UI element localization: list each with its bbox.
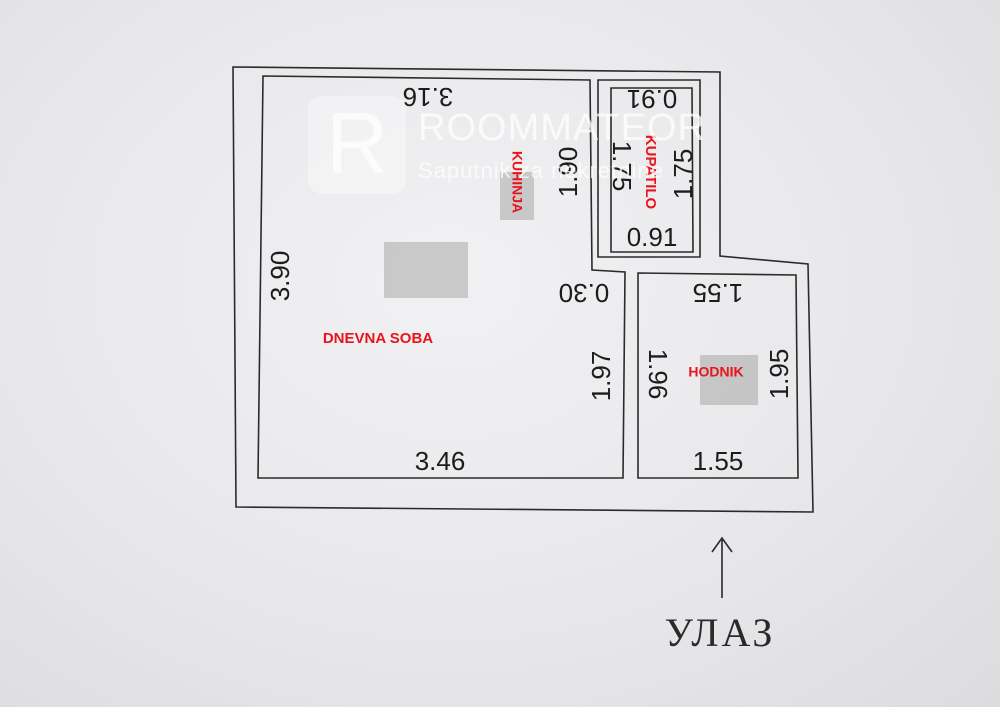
room-label-dnevna-soba: DNEVNA SOBA [323, 330, 433, 347]
room-label-kuhinja: KUHINJA [509, 151, 525, 213]
entrance-arrow-icon [711, 536, 733, 598]
dim-dnevna-bottom: 3.46 [415, 446, 466, 476]
watermark-brand: ROOMMATEOR [418, 107, 706, 149]
outer-wall [232, 66, 814, 513]
dim-kupatilo-right: 1.75 [668, 149, 698, 200]
dim-hodnik-right: 1.95 [764, 349, 794, 400]
dim-dnevna-right: 1.97 [586, 351, 616, 402]
room-label-hodnik: HODNIK [688, 364, 743, 380]
dim-hodnik-bottom: 1.55 [693, 446, 744, 476]
watermark-tagline: Saputnik za nekretnine [418, 158, 664, 183]
dim-kupatilo-left: 1.75 [607, 141, 637, 192]
dim-hodnik-left: 1.96 [643, 349, 673, 400]
blur-patch [384, 242, 468, 298]
kupatilo-inner-wall [610, 87, 694, 253]
room-label-kupatilo: KUPATILO [642, 135, 659, 210]
dim-kupatilo-top: 0.91 [627, 84, 678, 114]
dim-step-offset: 0.30 [559, 278, 610, 308]
dim-kuhinja-right: 1.90 [553, 147, 583, 198]
kupatilo-room [597, 79, 701, 258]
blur-patch [500, 172, 534, 220]
entrance-label: УЛАЗ [665, 610, 776, 655]
dim-hodnik-top: 1.55 [693, 278, 744, 308]
dim-dnevna-left: 3.90 [265, 251, 295, 302]
hodnik-room [637, 272, 799, 479]
dim-dnevna-top: 3.16 [403, 82, 454, 112]
watermark: R ROOMMATEOR Saputnik za nekretnine [308, 96, 706, 194]
dim-kupatilo-bottom: 0.91 [627, 222, 678, 252]
watermark-letter: R [326, 96, 388, 192]
watermark-badge [308, 96, 406, 194]
blur-patch [700, 355, 758, 405]
dnevna-soba-room [257, 75, 626, 479]
